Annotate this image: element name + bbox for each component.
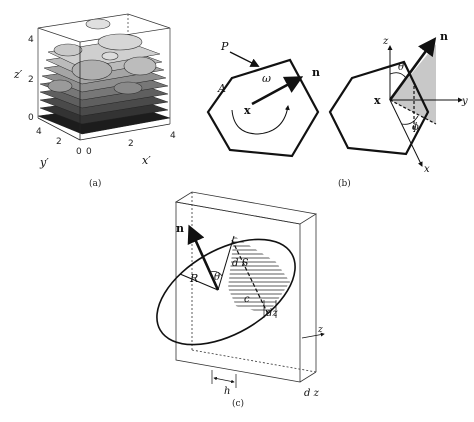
floating-discs [47,18,157,95]
panel-b-left: P A n x ω [206,40,320,158]
label-z-c: z [317,325,323,335]
axis-z-label: z′ [13,68,23,81]
label-x: x [244,104,251,117]
axis-x-label: x′ [142,154,151,167]
label-n-c: n [176,222,184,235]
ellipse-cut [156,238,296,346]
slab-box [174,191,318,383]
label-x-point: x [374,94,381,107]
axis-y-label: y′ [39,156,49,169]
label-h: h [224,386,230,397]
tick-z-4: 4 [28,35,34,45]
pointer-P [229,51,260,67]
normal-arrow [251,76,304,106]
caption-c: (c) [232,398,244,409]
label-R: R [189,272,198,285]
hexagon-A [206,58,320,158]
tick-x-0: 0 [86,147,92,157]
label-c: c [244,294,250,305]
x-axis [389,99,423,167]
panel-a: z′ 4 2 0 4 2 0 y′ 0 2 4 x′ (a) [13,13,176,189]
caption-b: (b) [338,178,351,189]
tick-y-4: 4 [36,127,42,137]
radius [179,273,219,291]
tick-x-2: 2 [128,139,134,149]
label-dS: d S [232,258,249,269]
tick-x-4: 4 [170,131,176,141]
panel-c: n R θ d S c dz z h d z (c) [156,191,325,409]
label-z: z [382,36,389,47]
hexagon-right [328,60,430,156]
label-P: P [220,40,229,53]
chord [231,239,269,315]
tick-z-0: 0 [28,113,34,123]
label-theta-c: θ [214,272,220,283]
tick-y-2: 2 [56,137,62,147]
tick-y-0: 0 [76,147,82,157]
panel-b-right: z y x n θ ϕ x (b) [328,30,468,189]
label-A: A [217,82,226,95]
label-n: n [312,66,320,79]
hatched-segment [228,236,290,314]
phi-arc [401,115,419,125]
omega-arc [231,105,290,135]
label-dz-right: dz [266,308,278,319]
label-n-right: n [440,30,448,43]
tick-z-2: 2 [28,75,34,85]
caption-a: (a) [89,178,101,189]
normal-arrow-c [187,224,220,291]
label-theta: θ [398,62,404,73]
label-phi: ϕ [412,122,419,133]
cube-front [37,42,171,141]
normal-arrow-right [388,37,437,101]
label-dz-bottom: d z [304,388,320,399]
label-omega: ω [262,72,271,85]
label-y: y [461,96,468,107]
theta-arc [389,72,407,79]
z-axis-c [301,332,325,339]
label-x-axis: x [424,164,430,175]
